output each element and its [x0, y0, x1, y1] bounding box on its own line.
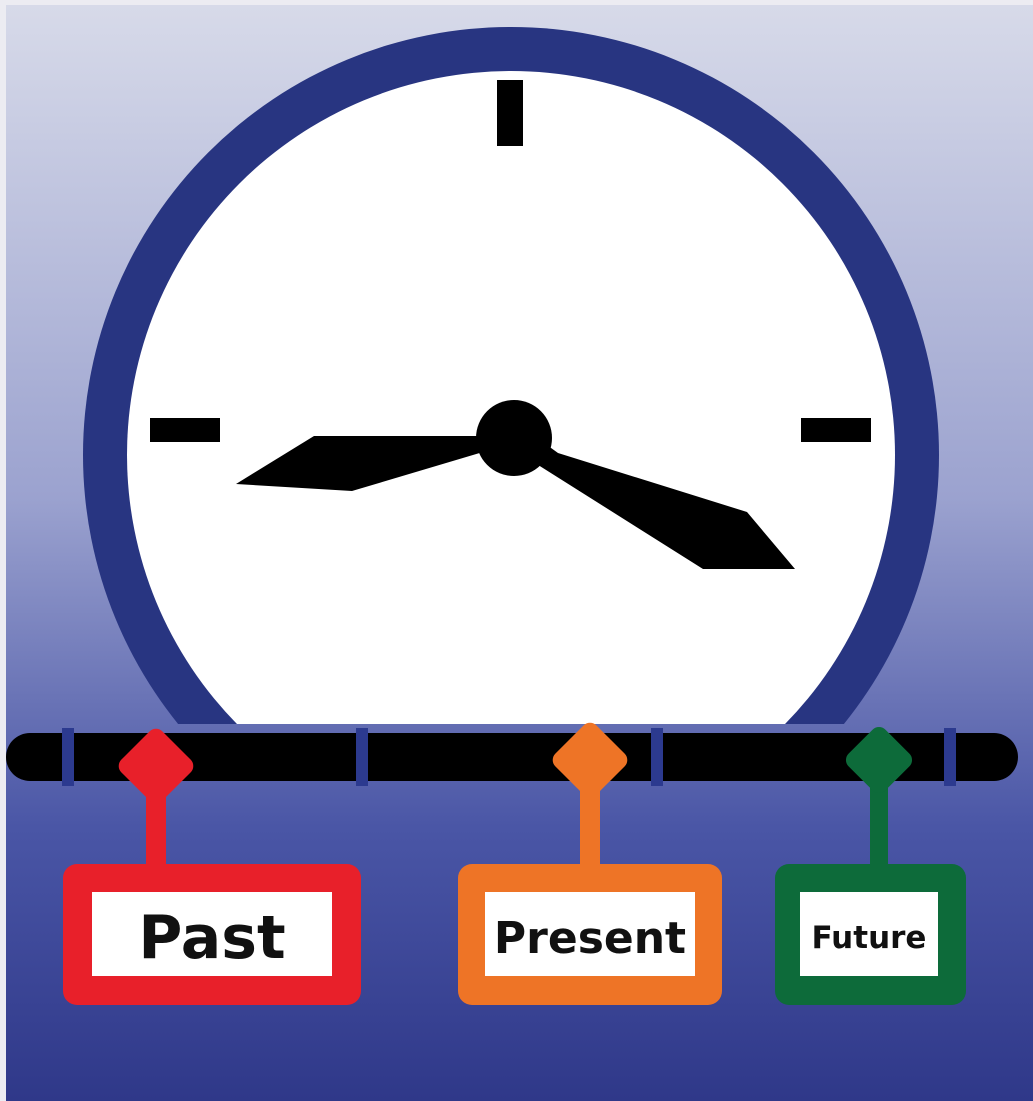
- tick-9: [150, 418, 220, 442]
- clock-center-pin: [476, 400, 552, 476]
- tick-3: [801, 418, 871, 442]
- past-label: Past: [138, 903, 285, 973]
- future-stem: [870, 780, 888, 874]
- future-label: Future: [812, 920, 927, 956]
- tick-12: [497, 80, 523, 146]
- present-label: Present: [494, 913, 686, 964]
